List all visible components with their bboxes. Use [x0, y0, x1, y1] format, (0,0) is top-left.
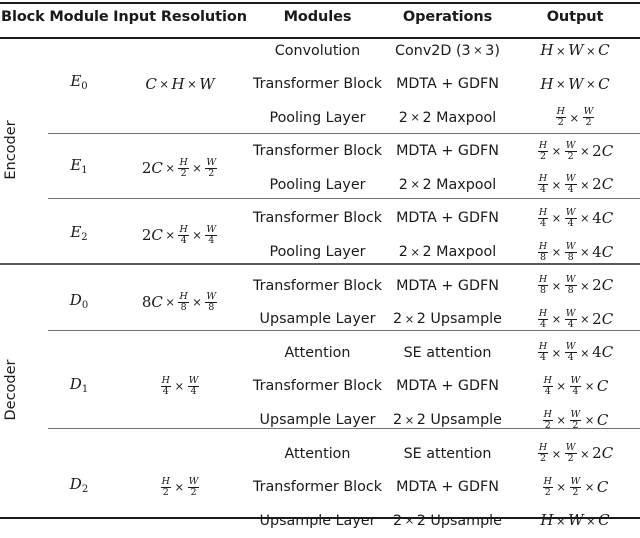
cell-module-e1: E1 [70, 156, 88, 176]
cell-block [0, 68, 48, 102]
cell-modules: Transformer Block [253, 378, 382, 395]
cell-module-d2: D2 [69, 475, 89, 496]
cell-block [0, 303, 48, 337]
group-rule-e0-e1 [48, 133, 640, 135]
group-rule-d1-d2 [48, 428, 640, 430]
cell-modules: Transformer Block [253, 143, 382, 160]
cell-operations: MDTA + GDFN [396, 76, 499, 93]
cell-module-e2: E2 [70, 223, 88, 244]
group-rule-d0-d1 [48, 330, 640, 332]
table-header-rule [0, 37, 640, 39]
cell-operations: MDTA + GDFN [396, 143, 499, 160]
cell-block [0, 437, 48, 471]
cell-modules: Upsample Layer [259, 512, 376, 529]
cell-module-e0: E0 [70, 72, 88, 92]
column-header-module: Module [49, 9, 109, 25]
cell-operations: MDTA + GDFN [396, 277, 499, 294]
block-label-encoder: Encoder [3, 120, 19, 180]
table-header-row: Block Module Input Resolution Modules Op… [0, 0, 640, 34]
cell-block [0, 202, 48, 236]
cell-operations: 2×2 Upsample [393, 512, 502, 529]
table-row: E0 C×H×W Convolution Conv2D (3×3) H×W×C [0, 34, 640, 93]
cell-operations: MDTA + GDFN [396, 479, 499, 496]
cell-resolution-e0: C×H×W [145, 74, 215, 93]
cell-module-d1: D1 [69, 374, 89, 395]
cell-module-d0: D0 [69, 290, 89, 311]
cell-operations: Conv2D (3×3) [395, 42, 500, 59]
column-header-operations: Operations [402, 9, 493, 25]
table-bottom-rule [0, 517, 640, 519]
cell-modules: Pooling Layer [269, 109, 366, 126]
cell-block [0, 34, 48, 68]
cell-modules: Upsample Layer [259, 311, 376, 328]
cell-modules: Transformer Block [253, 76, 382, 93]
cell-output: H×W×C [540, 41, 610, 59]
group-rule-e1-e2 [48, 198, 640, 200]
cell-modules: Attention [284, 344, 351, 361]
cell-modules: Transformer Block [253, 479, 382, 496]
table-body: E0 C×H×W Convolution Conv2D (3×3) H×W×C … [0, 34, 640, 538]
cell-block [0, 504, 48, 538]
cell-operations: 2×2 Upsample [393, 311, 502, 328]
column-header-block: Block [1, 9, 45, 25]
table-top-rule [0, 2, 640, 4]
cell-operations: MDTA + GDFN [396, 378, 499, 395]
cell-operations: MDTA + GDFN [396, 210, 499, 227]
table-row: Transformer Block MDTA + GDFN H×W×C [0, 68, 640, 102]
cell-operations: SE attention [403, 445, 492, 462]
cell-modules: Pooling Layer [269, 244, 366, 261]
cell-operations: 2×2 Upsample [393, 412, 502, 429]
column-header-modules: Modules [283, 9, 352, 25]
cell-operations: SE attention [403, 344, 492, 361]
cell-operations: 2×2 Maxpool [398, 176, 497, 193]
cell-block [0, 269, 48, 303]
column-header-input-resolution: Input Resolution [113, 9, 247, 25]
cell-modules: Convolution [274, 42, 361, 59]
cell-output: H×W×C [540, 74, 610, 93]
cell-modules: Transformer Block [253, 277, 382, 294]
cell-modules: Upsample Layer [259, 412, 376, 429]
cell-output: H×W×C [540, 511, 610, 530]
cell-modules: Attention [284, 445, 351, 462]
cell-block [0, 471, 48, 505]
column-header-output: Output [546, 9, 604, 25]
block-label-decoder: Decoder [3, 359, 19, 421]
cell-operations: 2×2 Maxpool [398, 109, 497, 126]
cell-operations: 2×2 Maxpool [398, 244, 497, 261]
cell-modules: Transformer Block [253, 210, 382, 227]
cell-modules: Pooling Layer [269, 176, 366, 193]
encoder-decoder-rule [0, 263, 640, 265]
